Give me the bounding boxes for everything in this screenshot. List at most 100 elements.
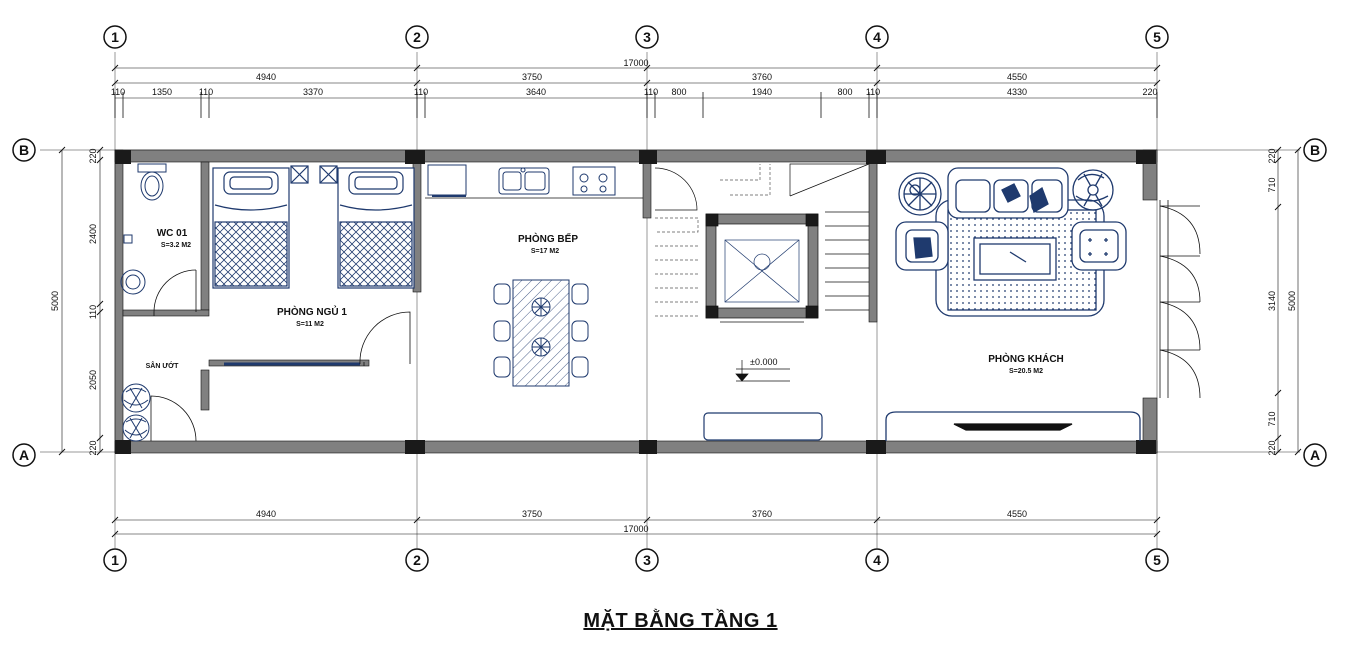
wall-top: [114, 149, 1158, 163]
dining-chair-l1: [493, 283, 511, 305]
svg-text:220: 220: [1267, 148, 1277, 163]
svg-text:±0.000: ±0.000: [750, 357, 777, 367]
dining-centerpiece-2: [531, 337, 551, 357]
bed-left: [212, 167, 290, 289]
dining-table: [512, 279, 570, 387]
grid-bubble-2-bottom: 2: [405, 548, 429, 572]
svg-text:SÂN ƯỚT: SÂN ƯỚT: [146, 361, 180, 370]
grid-bubble-b-right: B: [1303, 138, 1327, 162]
svg-text:1940: 1940: [752, 87, 772, 97]
wall-kitchen-right: [642, 161, 652, 219]
svg-text:110: 110: [199, 87, 213, 97]
svg-text:2: 2: [413, 29, 421, 45]
svg-text:3: 3: [643, 29, 651, 45]
columns: [115, 150, 1156, 454]
svg-text:17000: 17000: [623, 58, 648, 68]
wc-door-swing: [153, 269, 197, 316]
living-label: PHÒNG KHÁCH S=20.5 M2: [988, 352, 1064, 375]
svg-text:4: 4: [873, 29, 881, 45]
bottom-dimensions: [111, 516, 1161, 538]
svg-text:220: 220: [1267, 440, 1277, 455]
svg-text:4940: 4940: [256, 72, 276, 82]
plan-title: MẶT BẰNG TẦNG 1: [0, 610, 1361, 633]
wall-left: [114, 149, 124, 454]
wall-wc-bottom: [122, 309, 210, 317]
basin: [120, 269, 146, 295]
grid-bubble-4-top: 4: [865, 25, 889, 49]
yard-door-swing: [150, 395, 197, 442]
svg-text:3750: 3750: [522, 72, 542, 82]
svg-text:3: 3: [643, 552, 651, 568]
svg-text:17000: 17000: [623, 524, 648, 534]
svg-text:S=11 M2: S=11 M2: [296, 321, 324, 328]
stair-core: [654, 163, 870, 441]
svg-text:S=20.5 M2: S=20.5 M2: [1009, 368, 1043, 375]
stair-treads: [655, 164, 771, 317]
svg-text:110: 110: [88, 305, 98, 319]
grid-bubbles-rows: B A B A: [12, 138, 1327, 467]
svg-text:2: 2: [413, 552, 421, 568]
grid-bubble-3-bottom: 3: [635, 548, 659, 572]
wall-bottom: [114, 440, 1158, 454]
left-dimension-texts: 5000 220 2400 110 2050 220: [50, 148, 98, 455]
level-marker-icon: [735, 360, 790, 382]
svg-text:1: 1: [111, 552, 119, 568]
nightstand-2: [319, 165, 338, 184]
svg-text:110: 110: [866, 87, 880, 97]
grid-axes: [40, 52, 1300, 548]
kitchen-label: PHÒNG BẾP S=17 M2: [518, 232, 578, 255]
svg-text:3760: 3760: [752, 72, 772, 82]
svg-text:B: B: [19, 142, 29, 158]
grid-bubbles-top: 1 2 3 4 5: [103, 25, 1169, 49]
top-dimension-texts: 17000 4940 3750 3760 4550 110 1350 110 3…: [111, 58, 1158, 97]
top-dimensions: [111, 64, 1161, 118]
right-dimension-texts: 220 710 3140 710 220 5000: [1267, 148, 1297, 455]
grid-bubble-3-top: 3: [635, 25, 659, 49]
svg-text:2050: 2050: [88, 370, 98, 390]
bedroom-label: PHÒNG NGỦ 1 S=11 M2: [277, 305, 347, 328]
svg-text:5000: 5000: [50, 291, 60, 311]
svg-text:1350: 1350: [152, 87, 172, 97]
svg-text:3640: 3640: [526, 87, 546, 97]
bottom-dimension-texts: 4940 3750 3760 4550 17000: [256, 509, 1027, 534]
svg-text:710: 710: [1267, 177, 1277, 192]
round-table-icon: [898, 172, 942, 216]
svg-text:4940: 4940: [256, 509, 276, 519]
svg-text:4550: 4550: [1007, 509, 1027, 519]
svg-text:1: 1: [111, 29, 119, 45]
svg-text:800: 800: [671, 87, 686, 97]
svg-text:5: 5: [1153, 29, 1161, 45]
dining-chair-l3: [493, 356, 511, 378]
console-bench: [703, 412, 823, 441]
svg-text:4550: 4550: [1007, 72, 1027, 82]
svg-text:220: 220: [88, 440, 98, 455]
svg-text:PHÒNG BẾP: PHÒNG BẾP: [518, 232, 578, 245]
svg-text:3370: 3370: [303, 87, 323, 97]
wall-stair-right: [868, 161, 878, 323]
dining-chair-r1: [571, 283, 589, 305]
right-dimensions: [1274, 146, 1302, 456]
grid-bubble-5-bottom: 5: [1145, 548, 1169, 572]
shower-valve: [123, 234, 133, 244]
living-furniture: [885, 167, 1141, 441]
grid-bubbles-bottom: 1 2 3 4 5: [103, 548, 1169, 572]
dining-chair-l2: [493, 320, 511, 342]
toilet-bowl: [140, 171, 164, 201]
front-doors: [1159, 200, 1201, 399]
svg-text:4330: 4330: [1007, 87, 1027, 97]
svg-text:2400: 2400: [88, 224, 98, 244]
dining-centerpiece-1: [531, 297, 551, 317]
grid-bubble-1-top: 1: [103, 25, 127, 49]
grid-bubble-2-top: 2: [405, 25, 429, 49]
grid-bubble-5-top: 5: [1145, 25, 1169, 49]
grid-bubble-b-left: B: [12, 138, 36, 162]
tv-console: [885, 411, 1141, 441]
svg-text:220: 220: [88, 148, 98, 163]
svg-text:710: 710: [1267, 411, 1277, 426]
svg-text:110: 110: [414, 87, 428, 97]
nightstand-1: [290, 165, 309, 184]
plant-icon-1: [121, 383, 151, 413]
dining-chair-r2: [571, 320, 589, 342]
svg-text:5000: 5000: [1287, 291, 1297, 311]
svg-text:5: 5: [1153, 552, 1161, 568]
